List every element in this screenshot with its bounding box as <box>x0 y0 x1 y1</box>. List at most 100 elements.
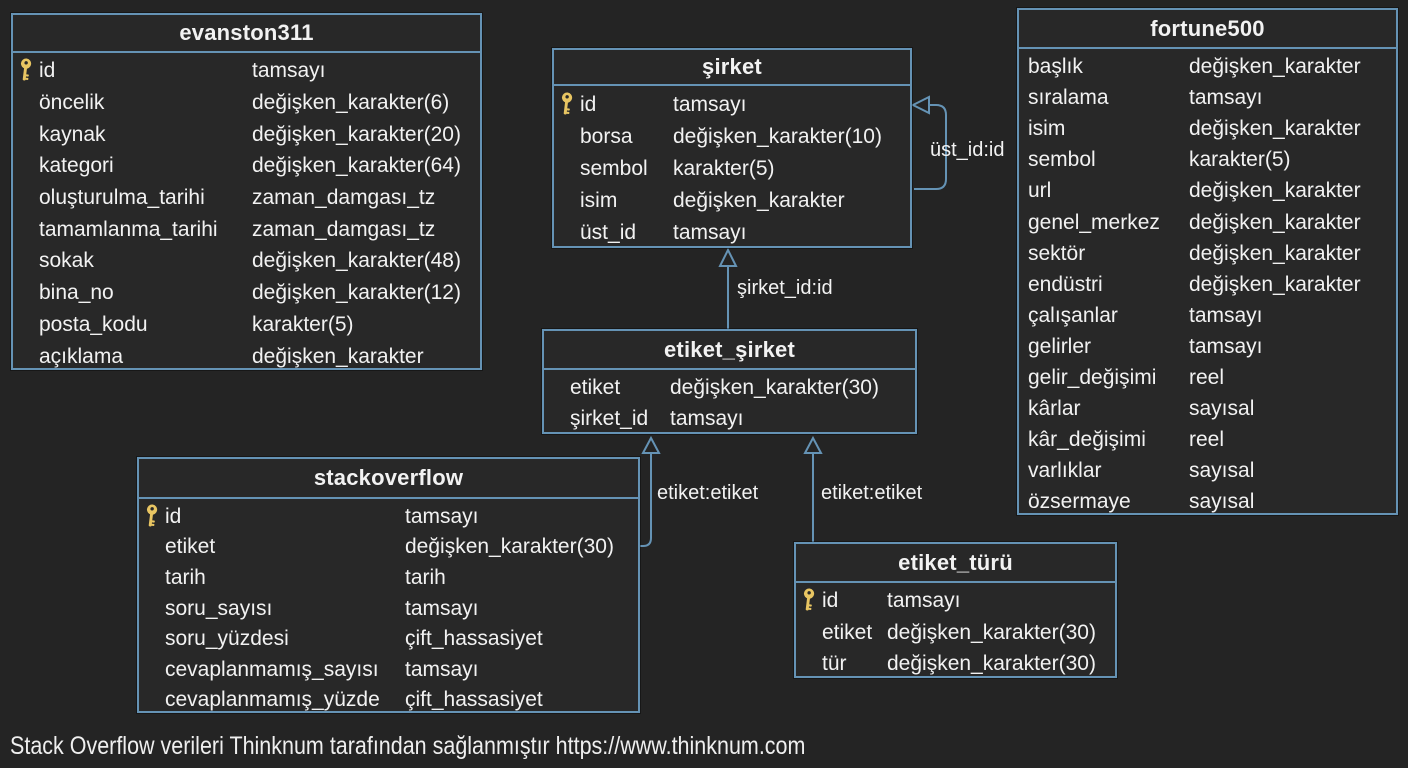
column-name: soru_yüzdesi <box>165 627 289 651</box>
column-name: çalışanlar <box>1028 303 1118 327</box>
column-type: değişken_karakter <box>1189 241 1361 265</box>
column-name: varlıklar <box>1028 459 1102 483</box>
table-row: sembol karakter(5) <box>554 152 910 184</box>
column-type: tamsayı <box>1189 334 1263 358</box>
table-row: genel_merkez değişken_karakter <box>1019 206 1396 237</box>
table-row: bina_no değişken_karakter(12) <box>13 277 480 309</box>
primary-key-cell <box>13 58 39 83</box>
column-name: isim <box>1028 117 1066 141</box>
table-row: id tamsayı <box>554 88 910 120</box>
column-name: oluşturulma_tarihi <box>39 186 205 210</box>
column-type: tamsayı <box>670 407 744 430</box>
table-row: url değişken_karakter <box>1019 175 1396 206</box>
table-row: id tamsayı <box>139 501 638 532</box>
relation-label-ust-id: üst_id:id <box>930 139 1005 161</box>
table-columns: id tamsayı öncelik değişken_karakter(6) … <box>13 53 480 372</box>
table-row: etiket değişken_karakter(30) <box>544 372 915 403</box>
table-sirket: şirket id tamsayı borsa değişken_karakte… <box>552 48 912 248</box>
column-type: değişken_karakter(30) <box>887 620 1096 644</box>
column-name: kârlar <box>1028 397 1081 421</box>
column-name: kategori <box>39 154 114 178</box>
table-evanston311: evanston311 id tamsayı öncelik değişken_… <box>11 13 482 370</box>
table-row: başlık değişken_karakter <box>1019 51 1396 82</box>
table-row: çalışanlar tamsayı <box>1019 300 1396 331</box>
column-name: id <box>580 92 597 116</box>
column-type: değişken_karakter(48) <box>252 249 461 273</box>
table-stackoverflow: stackoverflow id tamsayı etiket değişken… <box>137 457 640 713</box>
table-row: soru_yüzdesi çift_hassasiyet <box>139 623 638 654</box>
column-type: tamsayı <box>673 221 747 245</box>
table-row: şirket_id tamsayı <box>544 403 915 434</box>
table-columns: id tamsayı etiket değişken_karakter(30) … <box>796 583 1115 680</box>
arrowhead-up-icon <box>641 435 661 454</box>
table-row: tamamlanma_tarihi zaman_damgası_tz <box>13 213 480 245</box>
primary-key-cell <box>554 92 580 117</box>
arrowhead-up-icon <box>803 435 823 454</box>
column-name: isim <box>580 189 618 213</box>
table-title: evanston311 <box>13 15 480 53</box>
table-columns: başlık değişken_karakter sıralama tamsay… <box>1019 49 1396 517</box>
edge-sirket-self <box>914 104 947 190</box>
table-columns: id tamsayı etiket değişken_karakter(30) … <box>139 499 638 715</box>
column-type: tamsayı <box>1189 303 1263 327</box>
table-row: cevaplanmamış_yüzde çift_hassasiyet <box>139 685 638 716</box>
table-title: stackoverflow <box>139 459 638 499</box>
table-columns: id tamsayı borsa değişken_karakter(10) s… <box>554 86 910 249</box>
arrowhead-left-icon <box>910 95 930 115</box>
primary-key-icon <box>146 504 158 527</box>
column-name: tarih <box>165 565 206 589</box>
column-name: gelirler <box>1028 334 1092 358</box>
table-row: etiket değişken_karakter(30) <box>796 617 1115 649</box>
column-name: url <box>1028 179 1052 203</box>
column-type: reel <box>1189 365 1225 389</box>
table-row: kâr_değişimi reel <box>1019 424 1396 455</box>
column-type: karakter(5) <box>252 312 354 336</box>
column-type: sayısal <box>1189 490 1255 514</box>
primary-key-cell <box>796 588 822 613</box>
column-type: tamsayı <box>405 596 479 620</box>
column-name: sıralama <box>1028 86 1109 110</box>
table-title: şirket <box>554 50 910 86</box>
table-etiket-turu: etiket_türü id tamsayı etiket değişken_k… <box>794 542 1117 678</box>
column-name: öncelik <box>39 91 105 115</box>
column-type: çift_hassasiyet <box>405 627 543 651</box>
relation-label-etiket-left: etiket:etiket <box>657 482 759 504</box>
column-type: değişken_karakter <box>1189 179 1361 203</box>
table-title: etiket_şirket <box>544 331 915 370</box>
column-name: şirket_id <box>570 407 649 430</box>
column-name: cevaplanmamış_sayısı <box>165 657 379 681</box>
column-type: değişken_karakter <box>1189 272 1361 296</box>
table-row: isim değişken_karakter <box>554 185 910 217</box>
column-type: tamsayı <box>252 59 326 83</box>
column-type: tamsayı <box>405 657 479 681</box>
column-name: genel_merkez <box>1028 210 1160 234</box>
column-name: sektör <box>1028 241 1086 265</box>
table-row: tarih tarih <box>139 562 638 593</box>
column-name: tür <box>822 652 847 676</box>
column-type: değişken_karakter(30) <box>887 652 1096 676</box>
table-row: sokak değişken_karakter(48) <box>13 245 480 277</box>
column-type: değişken_karakter <box>252 344 424 368</box>
column-type: değişken_karakter(6) <box>252 91 450 115</box>
column-type: çift_hassasiyet <box>405 688 543 712</box>
column-name: id <box>822 589 839 613</box>
table-row: üst_id tamsayı <box>554 217 910 249</box>
column-type: değişken_karakter <box>673 189 845 213</box>
column-name: sembol <box>1028 148 1096 172</box>
column-type: değişken_karakter(30) <box>405 535 614 559</box>
table-row: id tamsayı <box>796 585 1115 617</box>
table-row: özsermaye sayısal <box>1019 486 1396 517</box>
table-row: varlıklar sayısal <box>1019 455 1396 486</box>
primary-key-icon <box>561 92 573 115</box>
edge-stackoverflow-to-etiket-sirket <box>640 453 652 547</box>
column-type: zaman_damgası_tz <box>252 186 436 210</box>
table-row: gelir_değişimi reel <box>1019 362 1396 393</box>
table-row: borsa değişken_karakter(10) <box>554 120 910 152</box>
table-row: soru_sayısı tamsayı <box>139 593 638 624</box>
column-type: değişken_karakter(30) <box>670 376 879 399</box>
table-row: kaynak değişken_karakter(20) <box>13 118 480 150</box>
table-row: etiket değişken_karakter(30) <box>139 532 638 563</box>
column-name: borsa <box>580 124 633 148</box>
